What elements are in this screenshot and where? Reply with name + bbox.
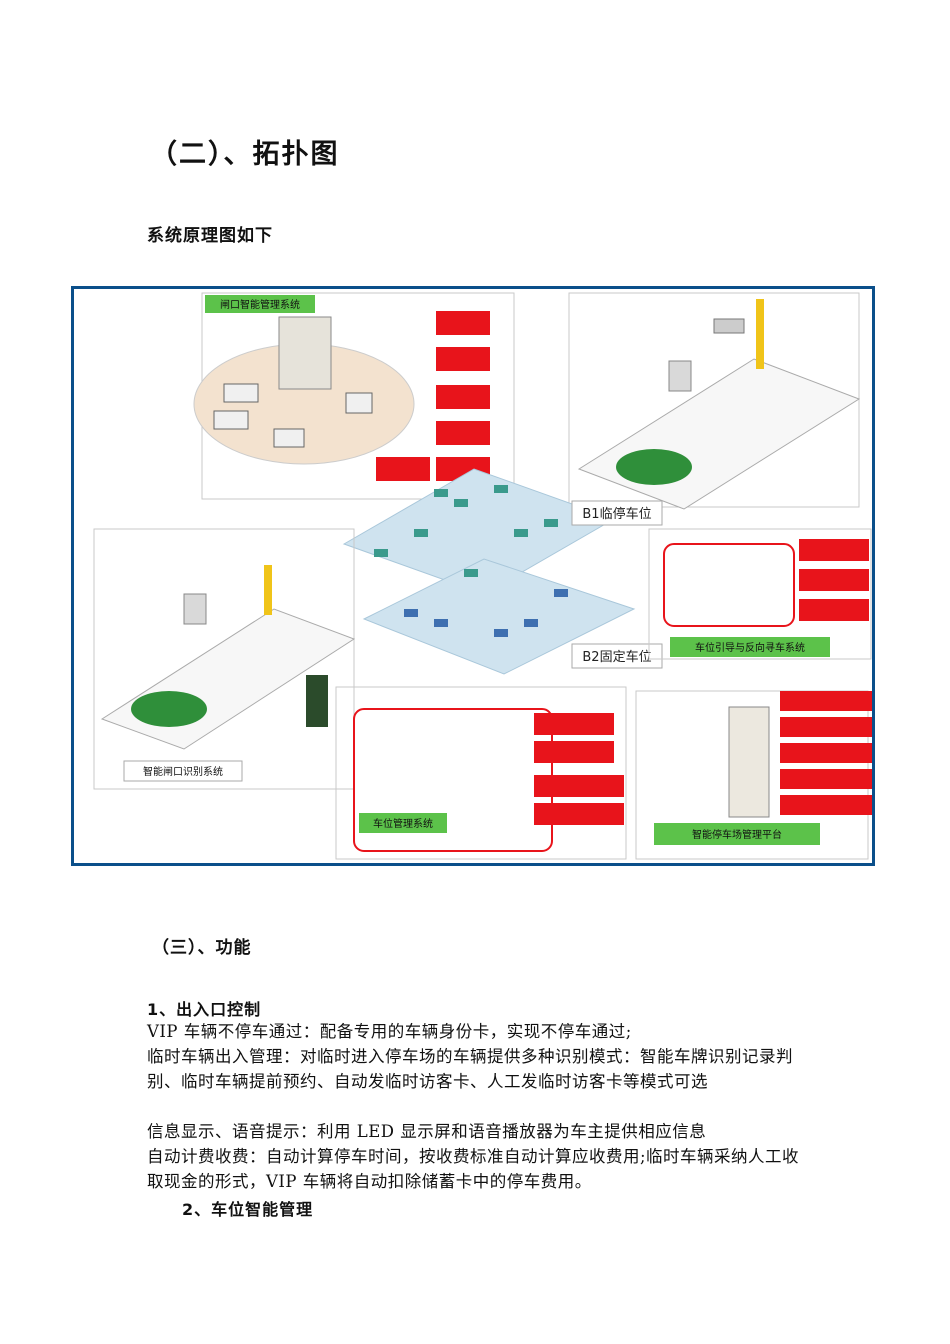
server-icon <box>278 316 332 390</box>
label-gate-mgmt: 闸口智能管理系统 <box>220 298 300 311</box>
parked-cars-b1 <box>374 485 558 577</box>
entrance-frame-top <box>568 292 860 508</box>
barrier-icon-left <box>264 565 272 615</box>
guidance-zone <box>663 543 795 627</box>
gate-recognition-label-box <box>123 760 243 782</box>
guidance-label: 车位引导与反向寻车系统 <box>695 641 805 654</box>
server-rack-icon <box>728 706 770 818</box>
item1-title: 1、出入口控制 <box>147 1000 262 1019</box>
power-switch-icon <box>273 428 305 448</box>
gate-controller-icon-top <box>668 360 692 392</box>
red-legend-stack-bottom <box>534 713 624 825</box>
switch-icon <box>223 383 259 403</box>
car-icon-left <box>131 691 207 727</box>
section-title-functions: （三）、功能 <box>152 938 252 958</box>
gate-recognition-label: 智能闸口识别系统 <box>143 765 223 778</box>
red-legend-stack-right <box>799 539 869 621</box>
space-mgmt-label-box <box>359 813 447 833</box>
gate-controller-icon-left <box>183 593 207 625</box>
guidance-label-box <box>670 637 830 657</box>
guidance-frame <box>648 528 872 660</box>
car-icon-top <box>616 449 692 485</box>
entrance-frame-left <box>93 528 355 790</box>
b2-label-box <box>571 643 663 669</box>
section-title-topology: （二）、拓扑图 <box>150 139 340 170</box>
red-legend-stack-platform <box>780 691 872 815</box>
fiber-converter-icon <box>213 410 249 430</box>
controller-icon <box>345 392 373 414</box>
platform-label-box <box>654 823 820 845</box>
paragraph-vip: VIP 车辆不停车通过：配备专用的车辆身份卡，实现不停车通过; <box>147 1022 632 1041</box>
system-topology-diagram: 闸口智能管理系统 B1临停车位 B2固定车位 <box>71 286 875 866</box>
space-mgmt-label: 车位管理系统 <box>373 817 433 830</box>
parked-cars-b2 <box>404 589 568 637</box>
space-mgmt-frame <box>335 686 627 860</box>
b1-label: B1临停车位 <box>582 506 651 522</box>
b2-label: B2固定车位 <box>582 649 651 665</box>
platform-label: 智能停车场管理平台 <box>692 828 782 841</box>
barrier-icon-top <box>756 299 764 369</box>
b2-lot <box>362 558 636 675</box>
camera-icon-top <box>713 318 745 334</box>
led-display-icon <box>306 675 328 727</box>
diagram-caption: 系统原理图如下 <box>147 226 273 246</box>
paragraph-temporary-vehicles: 临时车辆出入管理：对临时进入停车场的车辆提供多种识别模式：智能车牌识别记录判别、… <box>147 1047 793 1091</box>
label-box-gate-mgmt <box>205 295 315 313</box>
b1-label-box <box>571 500 663 526</box>
paragraph-auto-billing: 自动计费收费：自动计算停车时间，按收费标准自动计算应收费用;临时车辆采纳人工收取… <box>147 1147 800 1191</box>
paragraph-led-voice: 信息显示、语音提示：利用 LED 显示屏和语音播放器为车主提供相应信息 <box>147 1122 707 1141</box>
item2-title: 2、车位智能管理 <box>182 1200 314 1219</box>
entrance-lane-top <box>577 358 861 510</box>
